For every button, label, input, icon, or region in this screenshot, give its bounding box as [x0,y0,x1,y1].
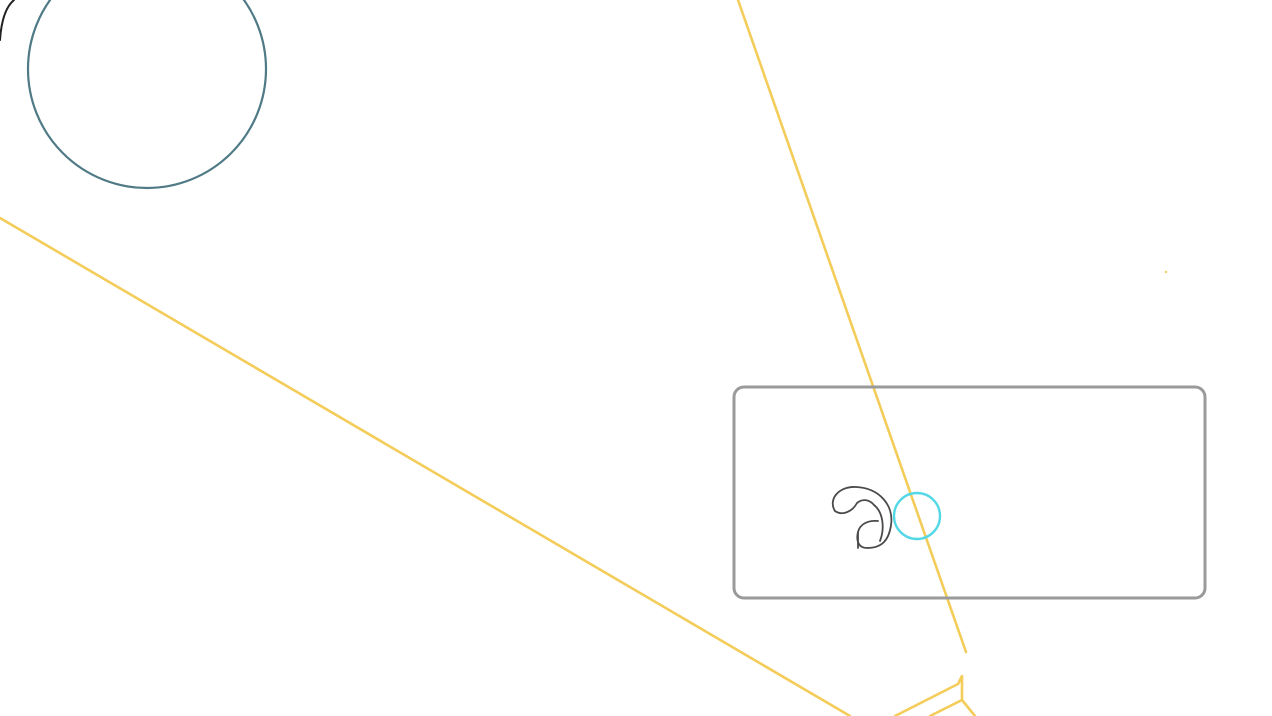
large-circle[interactable] [26,0,268,190]
sensor-circle-icon[interactable] [892,491,942,541]
light-source-lamp[interactable] [893,674,977,716]
light-ray-right[interactable] [736,0,968,654]
hook-handle-icon[interactable] [831,486,893,549]
edge-arc [0,0,15,41]
rounded-rectangle[interactable] [732,385,1207,600]
dot-marker [1164,270,1168,274]
light-ray-left[interactable] [0,216,852,716]
